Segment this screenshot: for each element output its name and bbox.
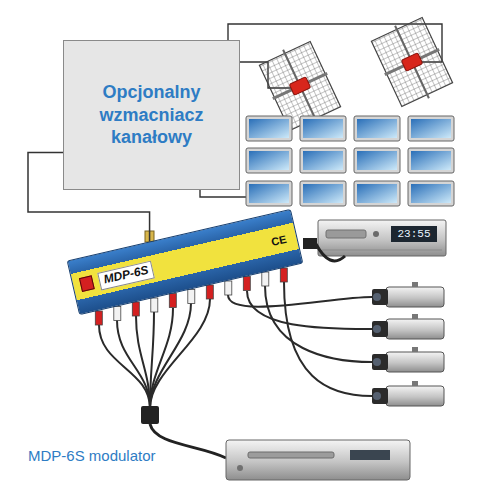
clock-display: 23:55 [392,227,436,241]
grid-antenna [368,13,456,111]
tv-set [408,148,454,173]
tv-set [354,116,400,141]
tv-set [354,181,400,206]
tv-set [300,148,346,173]
caption-text: MDP-6S modulator [28,447,156,465]
rca-cables [99,282,372,408]
tv-set [354,148,400,173]
cctv-cameras [372,282,444,406]
tv-set [300,116,346,141]
dvd-player [226,440,410,480]
amplifier-box: Opcjonalny wzmacniacz kanałowy [63,40,240,190]
tv-wire [200,190,246,197]
scart-cable [303,238,345,261]
tv-set [408,116,454,141]
camera [372,314,444,339]
ce-mark: CE [270,233,287,247]
dvd-scart-cable [141,406,226,458]
rca-plugs [95,268,287,325]
tv-set [300,181,346,206]
satellite-receiver [318,220,446,256]
tv-set [246,116,292,141]
tv-set [408,181,454,206]
tv-set [246,181,292,206]
model-name: MDP-6S [97,261,155,290]
coax-cable [28,153,150,242]
tv-sets [246,116,454,206]
camera [372,282,444,307]
modulator-device: MDP-6S CE [67,209,304,315]
camera [372,347,444,372]
box-title: Opcjonalny wzmacniacz kanałowy [76,81,227,149]
tv-set [246,148,292,173]
camera [372,381,444,406]
